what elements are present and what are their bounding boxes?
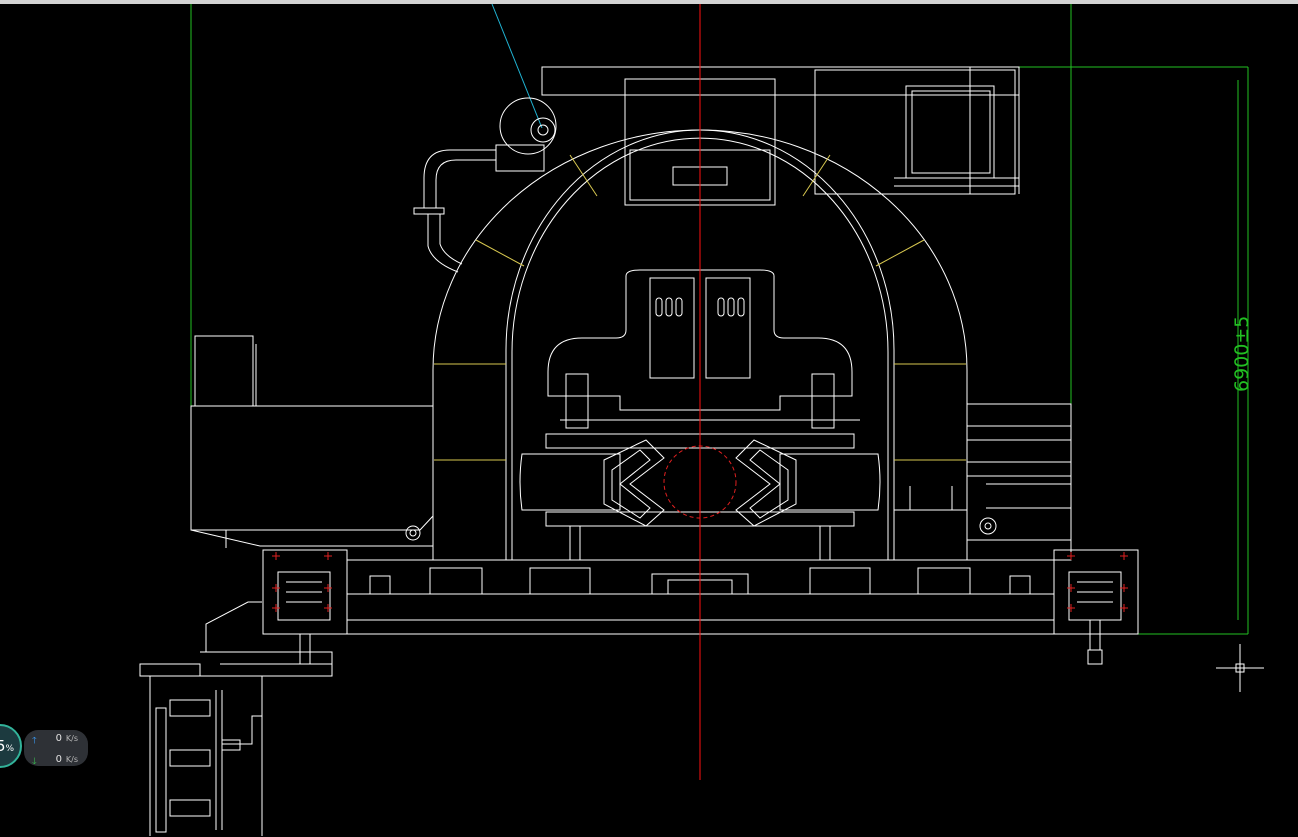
upload-speed: 🡑 0 K/s — [30, 733, 84, 747]
download-speed: 🡓 0 K/s — [30, 754, 84, 768]
cpu-percent: 5% — [0, 737, 15, 755]
foundation-detail — [139, 601, 333, 836]
left-terminal-box — [190, 335, 434, 548]
window-top-border — [0, 0, 1298, 4]
top-housing — [541, 66, 1020, 206]
dimension-text: 6900±5 — [1231, 316, 1253, 392]
blower-fan — [413, 97, 557, 273]
crosshair-cursor-icon — [1216, 644, 1264, 692]
network-monitor-widget[interactable]: 5% 🡑 0 K/s 🡓 0 K/s — [0, 720, 90, 776]
arrow-down-icon: 🡓 — [32, 757, 37, 767]
speed-panel — [24, 730, 88, 766]
boundary-lines — [190, 4, 1249, 635]
leader-line — [491, 3, 543, 129]
rotor-assembly — [519, 269, 881, 560]
right-side-structure — [894, 403, 1072, 561]
arrow-up-icon: 🡑 — [32, 736, 37, 746]
